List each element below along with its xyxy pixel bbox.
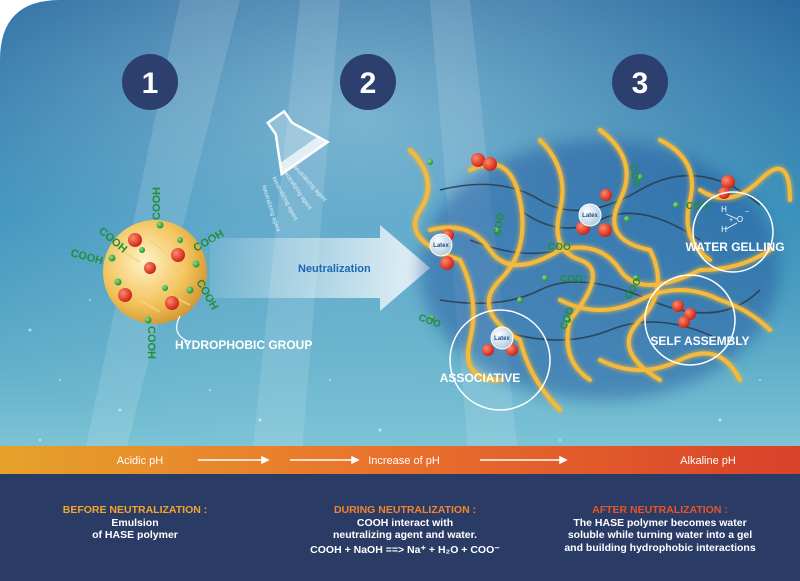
- before-neutralization-column: BEFORE NEUTRALIZATION : Emulsion of HASE…: [40, 504, 230, 542]
- step-number: 1: [142, 67, 159, 100]
- reaction-equation: COOH + NaOH ==> Na⁺ + H₂O + COO⁻: [310, 543, 500, 556]
- hydrophobic-group-label: HYDROPHOBIC GROUP: [175, 338, 312, 352]
- column-line: neutralizing agent and water.: [332, 529, 478, 541]
- step-number: 3: [632, 67, 649, 100]
- neutralization-arrow: Neutralization: [210, 225, 430, 311]
- column-line: The HASE polymer becomes water: [573, 516, 747, 529]
- coo-label: COO⁻: [560, 274, 588, 285]
- column-line: soluble while turning water into a gel: [567, 529, 753, 541]
- column-line: Emulsion: [111, 516, 159, 529]
- cooh-label: COOH: [145, 326, 157, 359]
- latex-sphere: Latex: [429, 233, 453, 257]
- polymer-network: Latex Latex Latex COO⁻ COO COO⁻ COO COO …: [408, 128, 792, 412]
- description-panel: [0, 474, 800, 581]
- associative-label: ASSOCIATIVE: [440, 371, 520, 385]
- step-number: 2: [360, 67, 377, 100]
- svg-text:Latex: Latex: [494, 336, 510, 342]
- self-assembly-callout: SELF ASSEMBLY: [644, 274, 750, 366]
- water-gelling-callout: WATER GELLING H O H + −: [685, 191, 785, 273]
- water-gelling-label: WATER GELLING: [685, 240, 784, 254]
- svg-text:−: −: [745, 209, 749, 216]
- ph-right-label: Alkaline pH: [680, 455, 736, 467]
- coo-label: COO: [548, 242, 571, 253]
- column-line: COOH interact with: [356, 516, 454, 529]
- associative-callout: ASSOCIATIVE: [440, 309, 551, 411]
- svg-text:O: O: [737, 215, 743, 224]
- ph-center-label: Increase of pH: [368, 455, 440, 467]
- flask-icon: [266, 109, 330, 177]
- column-heading: DURING NEUTRALIZATION :: [333, 504, 477, 516]
- step-badge-3: 3: [612, 54, 668, 110]
- column-heading: BEFORE NEUTRALIZATION :: [62, 504, 208, 516]
- after-neutralization-column: AFTER NEUTRALIZATION : The HASE polymer …: [545, 504, 775, 554]
- step-badge-1: 1: [122, 54, 178, 110]
- coo-label: COO: [492, 212, 507, 237]
- latex-sphere: Latex: [490, 326, 514, 350]
- svg-text:+: +: [729, 217, 733, 224]
- ph-left-label: Acidic pH: [117, 455, 164, 467]
- svg-text:Latex: Latex: [433, 243, 449, 249]
- self-assembly-label: SELF ASSEMBLY: [650, 334, 749, 348]
- during-neutralization-column: DURING NEUTRALIZATION : COOH interact wi…: [290, 504, 520, 556]
- coo-label: COO: [627, 164, 642, 189]
- column-line: of HASE polymer: [92, 529, 178, 541]
- cooh-label: COOH: [151, 187, 163, 220]
- ph-bar: Acidic pH Increase of pH Alkaline pH: [0, 446, 800, 481]
- water-molecule-icon: H O H + −: [721, 205, 749, 234]
- neutralization-label: Neutralization: [298, 263, 371, 275]
- svg-text:Latex: Latex: [582, 213, 598, 219]
- svg-text:H: H: [721, 225, 727, 234]
- svg-text:H: H: [721, 205, 727, 214]
- column-line: and building hydrophobic interactions: [564, 541, 756, 554]
- step-badge-2: 2: [340, 54, 396, 110]
- coo-label: COO⁻: [686, 201, 714, 212]
- bubbles: [28, 299, 761, 442]
- latex-sphere: Latex: [578, 203, 602, 227]
- column-heading: AFTER NEUTRALIZATION :: [592, 504, 728, 516]
